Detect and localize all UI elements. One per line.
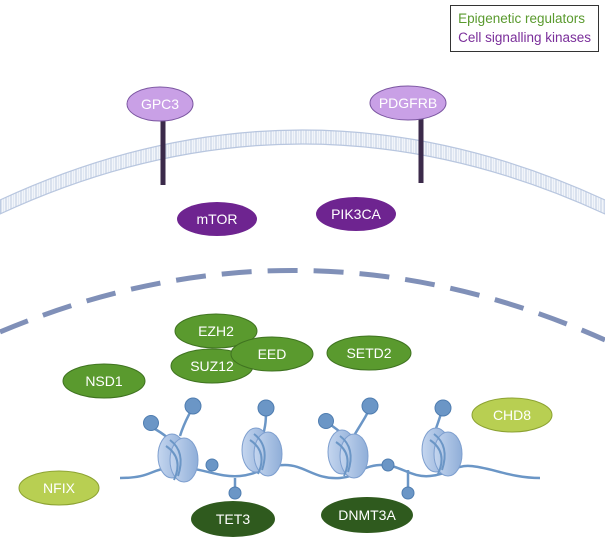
- label-eed: EED: [258, 346, 287, 362]
- label-nfix: NFIX: [43, 480, 76, 496]
- label-chd8: CHD8: [493, 407, 531, 423]
- label-dnmt3a: DNMT3A: [338, 507, 396, 523]
- label-tet3: TET3: [216, 511, 250, 527]
- label-suz12: SUZ12: [190, 358, 234, 374]
- nucleosome-2: [241, 427, 283, 477]
- regulator-nfix: NFIX: [18, 470, 100, 506]
- legend-signalling: Cell signalling kinases: [458, 30, 591, 45]
- kinase-mtor: mTOR: [177, 202, 257, 236]
- regulator-chd8: CHD8: [471, 397, 553, 433]
- cell-membrane: [0, 129, 605, 215]
- modification-marks: [143, 397, 452, 500]
- label-pik3ca: PIK3CA: [331, 206, 381, 222]
- legend-epigenetic: Epigenetic regulators: [458, 11, 585, 26]
- label-mtor: mTOR: [197, 211, 238, 227]
- nucleosome-1: [157, 433, 199, 483]
- label-setd2: SETD2: [346, 345, 391, 361]
- label-nsd1: NSD1: [85, 373, 123, 389]
- label-pdgfrb: PDGFRB: [379, 95, 437, 111]
- legend: Epigenetic regulators Cell signalling ki…: [450, 5, 599, 52]
- kinase-pik3ca: PIK3CA: [316, 197, 396, 231]
- prc2-eed: EED: [230, 336, 314, 372]
- nuclear-envelope: [0, 268, 605, 343]
- receptor-gpc3: GPC3: [126, 86, 194, 122]
- prc2-ezh2: EZH2: [174, 313, 258, 349]
- regulator-nsd1: NSD1: [62, 363, 146, 399]
- label-gpc3: GPC3: [141, 96, 179, 112]
- receptor-pdgfrb: PDGFRB: [369, 85, 447, 121]
- regulator-tet3: TET3: [191, 501, 275, 537]
- nucleosome-4: [421, 427, 463, 477]
- regulator-dnmt3a: DNMT3A: [321, 497, 413, 533]
- nucleosome-3: [327, 429, 369, 479]
- label-ezh2: EZH2: [198, 323, 234, 339]
- regulator-setd2: SETD2: [326, 335, 412, 371]
